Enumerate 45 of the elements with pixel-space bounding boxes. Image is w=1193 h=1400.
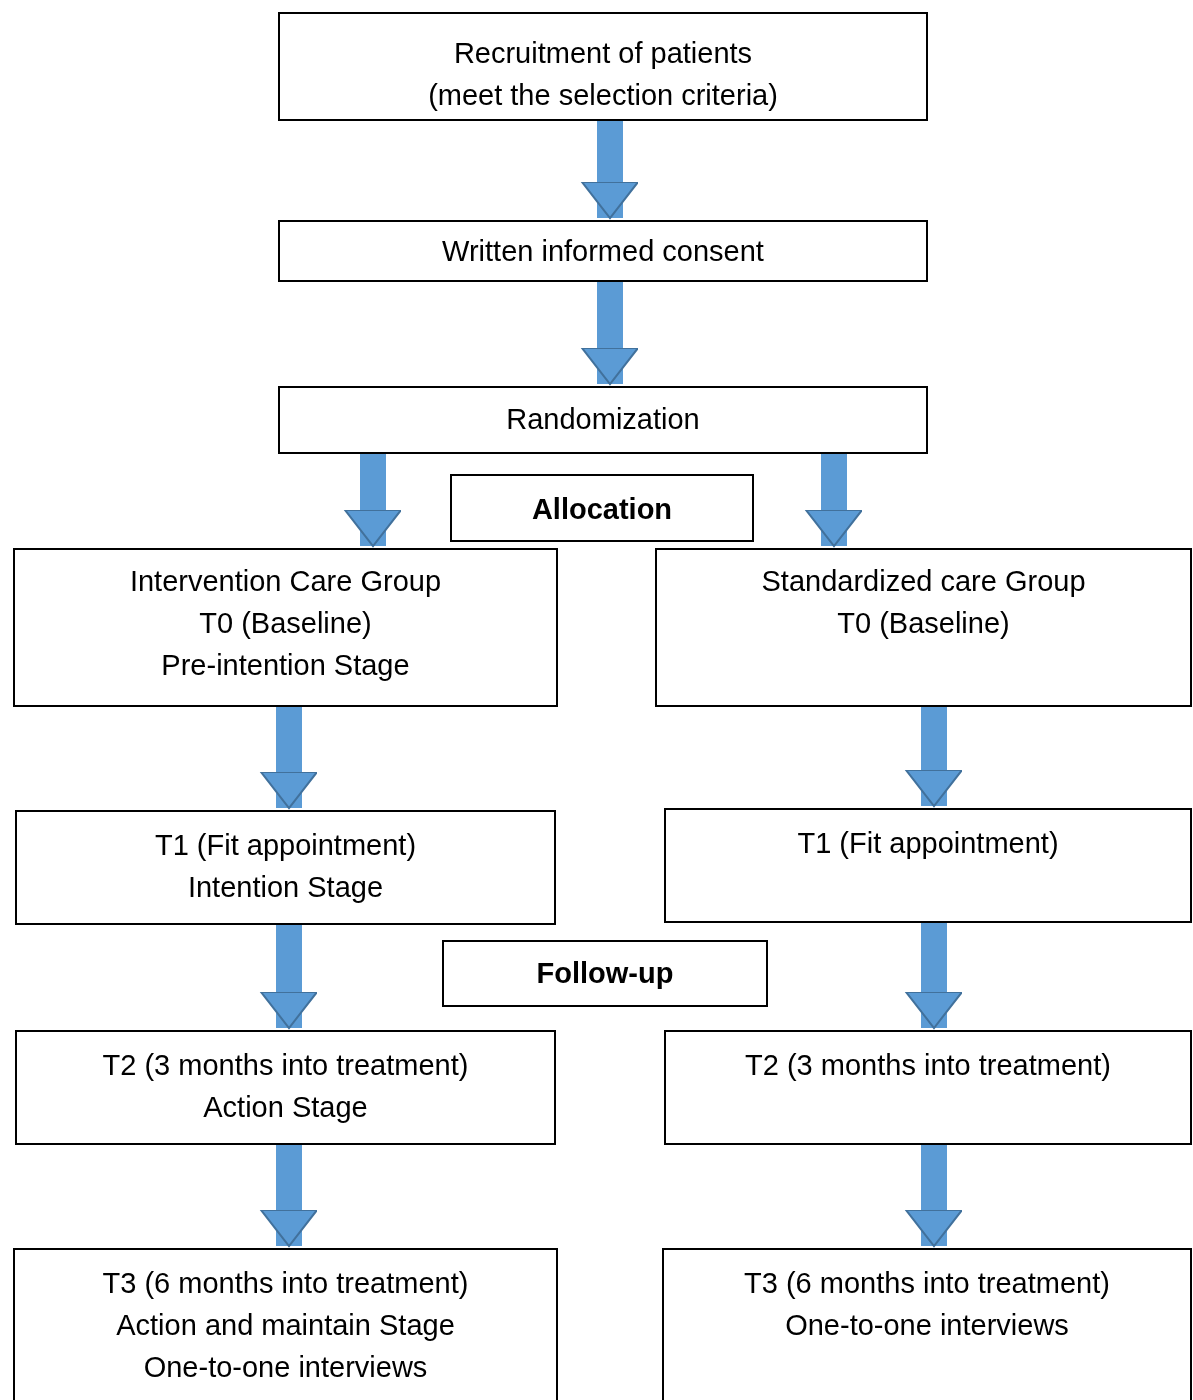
box-text: T2 (3 months into treatment) bbox=[745, 1048, 1111, 1083]
block-arrow bbox=[905, 923, 963, 1029]
process-box bbox=[13, 548, 558, 707]
box-text: T3 (6 months into treatment) bbox=[102, 1266, 469, 1301]
box-text: One-to-one interviews bbox=[785, 1308, 1069, 1343]
box-text: (meet the selection criteria) bbox=[428, 78, 778, 113]
block-arrow bbox=[581, 121, 639, 219]
box-text: Intention Stage bbox=[187, 870, 384, 905]
box-text: One-to-one interviews bbox=[143, 1350, 428, 1385]
box-text: T1 (Fit appointment) bbox=[154, 828, 417, 863]
process-box bbox=[15, 1030, 556, 1145]
process-box bbox=[664, 1030, 1192, 1145]
process-box bbox=[13, 1248, 558, 1400]
box-text: Intervention Care Group bbox=[129, 564, 442, 599]
block-arrow bbox=[905, 707, 963, 807]
process-box bbox=[655, 548, 1192, 707]
box-text: Follow-up bbox=[536, 956, 674, 991]
block-arrow bbox=[805, 454, 863, 547]
box-text: Pre-intention Stage bbox=[161, 648, 410, 683]
box-text: T2 (3 months into treatment) bbox=[102, 1048, 469, 1083]
box-text: Allocation bbox=[531, 492, 673, 527]
box-text: Randomization bbox=[506, 402, 700, 437]
block-arrow bbox=[581, 282, 639, 385]
box-text: Action and maintain Stage bbox=[116, 1308, 455, 1343]
block-arrow bbox=[260, 1145, 318, 1247]
block-arrow bbox=[905, 1145, 963, 1247]
block-arrow bbox=[344, 454, 402, 547]
box-text: T3 (6 months into treatment) bbox=[744, 1266, 1110, 1301]
box-text: T0 (Baseline) bbox=[199, 606, 372, 641]
process-box bbox=[278, 220, 928, 282]
process-box bbox=[450, 474, 754, 542]
box-text: T0 (Baseline) bbox=[837, 606, 1010, 641]
process-box bbox=[442, 940, 768, 1007]
process-box bbox=[278, 386, 928, 454]
process-box bbox=[278, 12, 928, 121]
process-box bbox=[662, 1248, 1192, 1400]
process-box bbox=[664, 808, 1192, 923]
block-arrow bbox=[260, 925, 318, 1029]
box-text: Action Stage bbox=[203, 1090, 368, 1125]
process-box bbox=[15, 810, 556, 925]
box-text: Written informed consent bbox=[442, 234, 764, 269]
block-arrow bbox=[260, 707, 318, 809]
box-text: Recruitment of patients bbox=[453, 36, 753, 71]
box-text: T1 (Fit appointment) bbox=[797, 826, 1059, 861]
box-text: Standardized care Group bbox=[761, 564, 1086, 599]
